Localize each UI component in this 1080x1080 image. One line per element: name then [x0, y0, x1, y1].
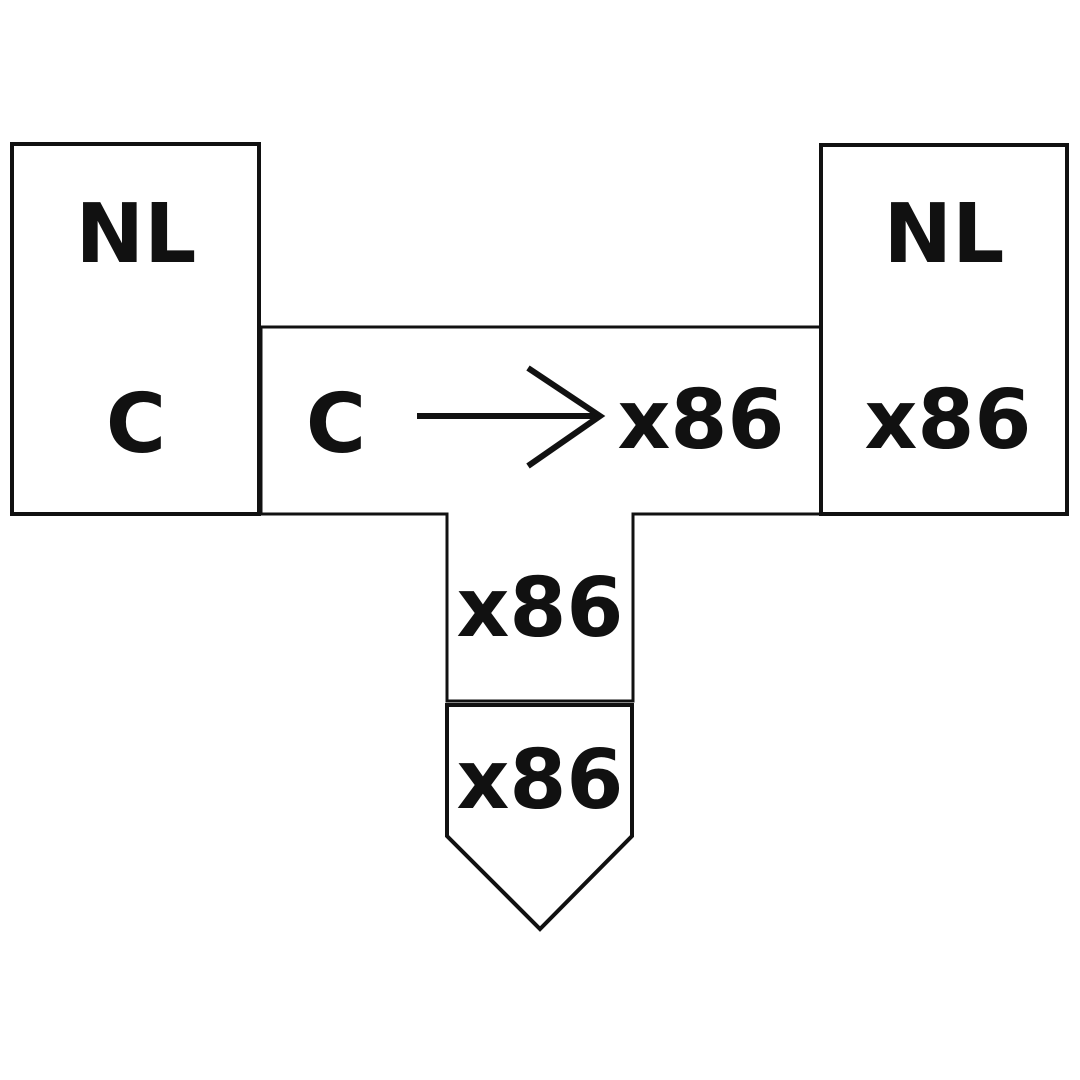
- arrow-icon: [417, 365, 606, 469]
- right-tombstone-bottom-label: x86: [864, 373, 1031, 468]
- translator-source-label: C: [306, 377, 366, 472]
- right-tombstone-top-label: NL: [884, 187, 1005, 282]
- machine-shape: [445, 703, 634, 932]
- left-tombstone-top-label: NL: [76, 187, 197, 282]
- translator-implementation-label: x86: [456, 561, 623, 656]
- translator-t-shape: [259, 325, 823, 703]
- left-tombstone-box: [10, 142, 261, 516]
- machine-label: x86: [456, 733, 623, 828]
- translator-target-label: x86: [617, 373, 784, 468]
- left-tombstone-bottom-label: C: [106, 377, 166, 472]
